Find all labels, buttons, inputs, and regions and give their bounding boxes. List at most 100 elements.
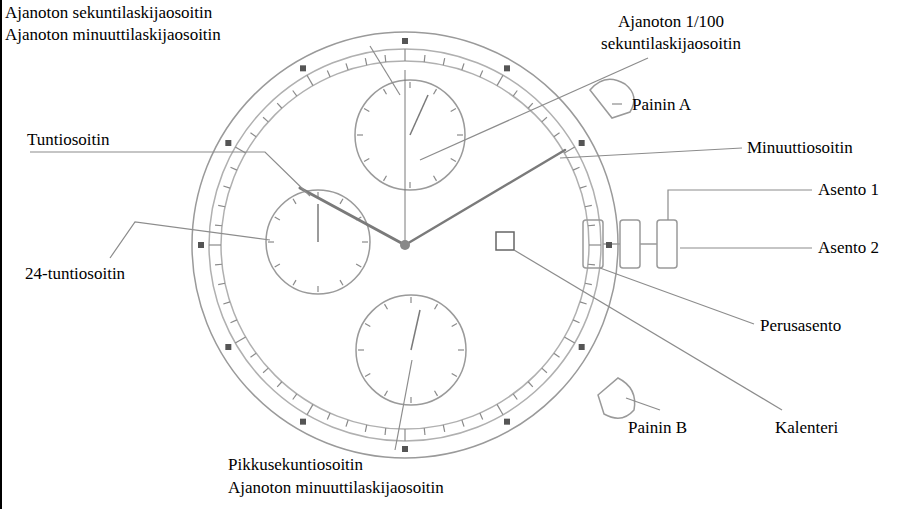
dial-tick xyxy=(307,75,313,85)
dial-tick xyxy=(513,394,517,400)
subdial-hand xyxy=(410,95,428,135)
dial-ticks xyxy=(209,49,601,441)
hour-marker xyxy=(402,38,408,44)
subdial-tick xyxy=(362,241,368,242)
dial-tick xyxy=(215,264,222,266)
dial-tick xyxy=(588,224,595,226)
dial-tick xyxy=(585,283,592,284)
dial-tick xyxy=(384,428,386,435)
dial-tick xyxy=(293,394,297,400)
subdial-tick xyxy=(385,304,388,309)
dial-tick xyxy=(231,320,237,323)
dial-tick xyxy=(263,368,268,373)
dial-tick xyxy=(513,90,517,96)
subdial-tick xyxy=(451,109,456,112)
dial-tick xyxy=(346,420,348,427)
leader-line xyxy=(110,222,270,258)
subdial-tick xyxy=(364,109,369,112)
part-label: Ajanoton minuuttilaskijaosoitin xyxy=(228,477,444,499)
dial-tick xyxy=(443,425,444,432)
dial-ring xyxy=(221,61,589,429)
pusher-b xyxy=(598,378,635,418)
subdial-tick xyxy=(275,264,280,267)
part-label: Pikkusekuntiosoitin xyxy=(228,454,363,476)
crown-position-2 xyxy=(657,220,677,268)
subdial-tick xyxy=(434,176,437,181)
dial-tick xyxy=(218,205,225,206)
center-pin xyxy=(400,240,410,250)
leader-line xyxy=(612,103,622,104)
subdial-bottom xyxy=(356,295,466,405)
leader-line xyxy=(560,148,742,158)
dial-tick xyxy=(589,244,601,245)
hour-marker xyxy=(198,242,204,248)
subdial-tick xyxy=(435,304,438,309)
subdial-tick xyxy=(293,280,296,285)
leader-line xyxy=(30,152,310,196)
dial-tick xyxy=(365,58,366,65)
subdial-tick xyxy=(357,134,363,135)
subdial-tick xyxy=(340,280,343,285)
dial-tick xyxy=(209,244,221,245)
hour-marker xyxy=(504,419,510,425)
part-label: Ajanoton sekuntilaskijaosoitin xyxy=(5,2,212,24)
hour-hand xyxy=(300,188,405,245)
dial-tick xyxy=(293,90,297,96)
part-label: Kalenteri xyxy=(775,417,838,439)
hour-marker xyxy=(300,65,306,71)
hour-marker xyxy=(225,140,231,146)
dial-tick xyxy=(462,420,464,427)
part-label: Painin B xyxy=(628,417,687,439)
part-label: Ajanoton minuuttilaskijaosoitin xyxy=(5,24,221,46)
part-label: Asento 1 xyxy=(818,179,879,201)
crown-stem xyxy=(640,243,657,245)
subdial-top xyxy=(355,80,465,190)
subdial-tick xyxy=(410,297,411,303)
dial-tick xyxy=(404,49,405,61)
dial-tick xyxy=(573,320,579,323)
dial-tick xyxy=(585,205,592,206)
case-outline xyxy=(192,32,618,458)
leader-line xyxy=(626,398,660,410)
subdial-tick xyxy=(340,199,343,204)
subdial-tick xyxy=(452,324,457,327)
part-label: Asento 2 xyxy=(818,237,879,259)
part-label: 24-tuntiosoitin xyxy=(25,263,125,285)
dial-tick xyxy=(215,224,222,226)
subdial-tick xyxy=(364,159,369,162)
hour-marker xyxy=(402,446,408,452)
dial-tick xyxy=(580,186,587,188)
hour-marker xyxy=(606,242,612,248)
subdial-tick xyxy=(365,374,370,377)
subdial-hand xyxy=(411,310,420,350)
pusher-a xyxy=(590,79,634,118)
dial-tick xyxy=(480,413,483,419)
hour-marker xyxy=(300,419,306,425)
dial-tick xyxy=(542,117,547,122)
dial-tick xyxy=(443,58,444,65)
subdial-hand xyxy=(317,204,319,242)
dial-tick xyxy=(346,63,348,70)
subdial-tick xyxy=(409,82,410,88)
leader-line xyxy=(420,58,648,160)
subdial-tick xyxy=(458,349,464,350)
subdial-left xyxy=(266,190,370,294)
leader-line xyxy=(370,46,400,95)
dial-tick xyxy=(327,71,330,77)
dial-tick xyxy=(588,264,595,266)
dial-tick xyxy=(542,368,547,373)
hour-marker xyxy=(225,344,231,350)
subdial-tick xyxy=(365,324,370,327)
dial-tick xyxy=(424,428,426,435)
dial-tick xyxy=(554,133,560,137)
subdial-tick xyxy=(275,217,280,220)
subdial-tick xyxy=(410,397,411,403)
subdial-tick xyxy=(451,159,456,162)
subdial-tick xyxy=(293,199,296,204)
dial-tick xyxy=(480,71,483,77)
bezel-ring xyxy=(209,49,601,441)
dial-tick xyxy=(235,337,245,343)
dial-tick xyxy=(462,63,464,70)
